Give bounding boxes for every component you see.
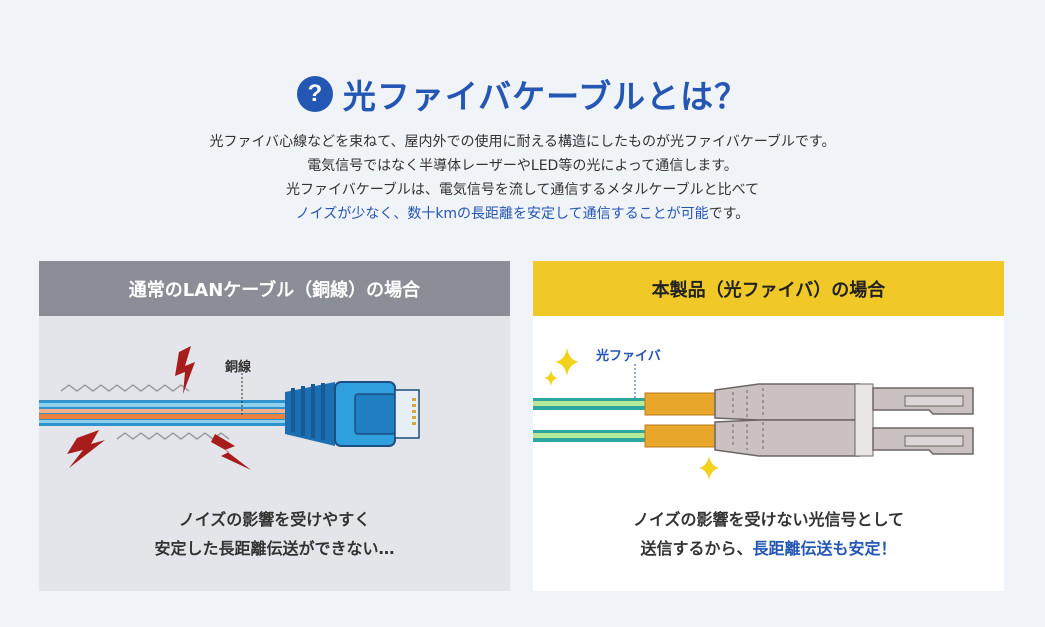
noise-wave-icon [116,432,230,440]
lan-cable-illustration [39,346,420,470]
sparkle-icon [699,456,719,480]
fiber-label: 光ファイバ [596,349,661,364]
lan-caption-line-2: 安定した長距離伝送ができない… [154,539,395,558]
lan-panel-heading: 通常のLANケーブル（銅線）の場合 [39,261,510,316]
fiber-connector-top [714,383,860,421]
fiber-boot-bottom [644,424,716,448]
lan-caption-line-1: ノイズの影響を受けやすく [178,510,371,529]
noise-wave-icon [60,384,190,392]
copper-wire-label: 銅線 [225,360,252,375]
fiber-panel-heading: 本製品（光ファイバ）の場合 [533,261,1004,316]
sparkle-icon [555,348,579,376]
question-circle-icon: ? [296,76,333,112]
description-line-2: 電気信号ではなく半導体レーザーやLED等の光によって通信します。 [307,158,738,174]
header: ? 光ファイバケーブルとは？ [0,70,1045,118]
fiber-caption-line-2: 送信するから、長距離伝送も安定！ [533,534,1004,563]
fiber-connector-bottom [714,419,860,457]
sparkle-icon [544,370,558,386]
lightning-icon [175,346,195,394]
lightning-icon [211,434,251,470]
fiber-caption-line-1: ノイズの影響を受けない光信号として [632,510,905,529]
fiber-caption-highlight: 長距離伝送も安定！ [752,539,897,558]
fiber-cable-illustration [533,348,974,480]
description-line-4: ノイズが少なく、数十kmの長距離を安定して通信することが可能です。 [0,202,1045,226]
lightning-icon [67,430,105,468]
description-line-1: 光ファイバ心線などを束ねて、屋内外での使用に耐える構造にしたものが光ファイバケー… [209,134,836,150]
lan-cable-panel: 通常のLANケーブル（銅線）の場合 [39,261,510,591]
description: 光ファイバ心線などを束ねて、屋内外での使用に耐える構造にしたものが光ファイバケー… [0,130,1045,226]
fiber-boot-top [644,392,716,416]
description-line-3: 光ファイバケーブルは、電気信号を流して通信するメタルケーブルと比べて [285,182,760,198]
page-title: 光ファイバケーブルとは？ [342,77,749,116]
fiber-caption: ノイズの影響を受けない光信号として 送信するから、長距離伝送も安定！ [533,505,1004,563]
title-row: ? 光ファイバケーブルとは？ [296,70,749,118]
description-suffix: です。 [708,206,750,222]
fiber-caption-prefix: 送信するから、 [640,539,753,558]
lan-caption: ノイズの影響を受けやすく 安定した長距離伝送ができない… [39,505,510,563]
description-highlight: ノイズが少なく、数十kmの長距離を安定して通信することが可能 [295,206,709,222]
fiber-panel: 本製品（光ファイバ）の場合 光ファイバ [533,261,1004,591]
